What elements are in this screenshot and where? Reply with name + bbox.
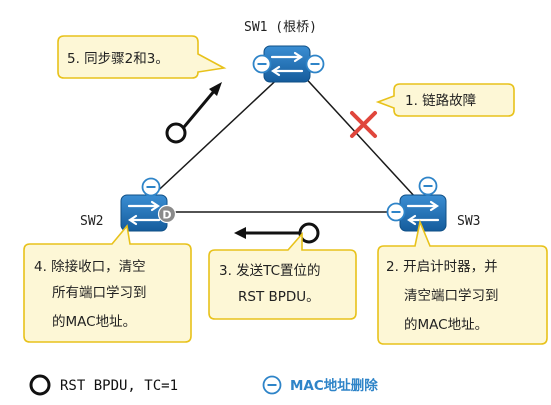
link-failure-icon	[350, 111, 377, 138]
note-step2: 2. 开启计时器，并 清空端口学习到 的MAC地址。	[377, 219, 548, 345]
mac-delete-icon	[305, 54, 325, 74]
svg-text:5. 同步骤2和3。: 5. 同步骤2和3。	[67, 51, 169, 67]
note-step5: 5. 同步骤2和3。	[57, 35, 227, 79]
legend-bpdu-label: RST BPDU, TC=1	[60, 378, 178, 394]
switch-sw3-icon[interactable]	[398, 193, 448, 233]
svg-text:的MAC地址。: 的MAC地址。	[52, 314, 136, 330]
mac-delete-icon	[252, 54, 272, 74]
mac-delete-icon	[386, 202, 406, 222]
note-step3: 3. 发送TC置位的 RST BPDU。	[208, 231, 357, 320]
mac-delete-icon	[418, 176, 438, 196]
sw3-label: SW3	[457, 214, 480, 229]
note-step4: 4. 除接收口，清空 所有端口学习到 的MAC地址。	[23, 224, 192, 343]
mac-delete-icon	[141, 177, 161, 197]
legend-bpdu-icon	[29, 374, 51, 396]
bpdu-arrow-to-sw2	[234, 222, 320, 244]
svg-text:清空端口学习到: 清空端口学习到	[404, 288, 499, 304]
legend: RST BPDU, TC=1 MAC地址删除	[29, 374, 378, 396]
sw1-label: SW1 (根桥)	[244, 20, 317, 35]
svg-text:D: D	[162, 209, 171, 222]
note-step1: 1. 链路故障	[375, 83, 515, 117]
svg-text:2. 开启计时器，并: 2. 开启计时器，并	[386, 259, 498, 275]
svg-text:的MAC地址。: 的MAC地址。	[404, 317, 488, 333]
svg-text:RST BPDU。: RST BPDU。	[238, 289, 320, 305]
svg-text:3. 发送TC置位的: 3. 发送TC置位的	[219, 263, 321, 279]
link-sw1-sw2	[147, 71, 286, 201]
svg-text:所有端口学习到: 所有端口学习到	[52, 285, 147, 301]
svg-text:4. 除接收口，清空: 4. 除接收口，清空	[34, 258, 146, 275]
link-sw1-sw3	[299, 71, 417, 199]
legend-mac-label: MAC地址删除	[290, 377, 378, 394]
svg-text:1. 链路故障: 1. 链路故障	[405, 93, 476, 109]
legend-mac-icon	[262, 375, 282, 395]
designated-port-badge: D	[157, 204, 177, 224]
bpdu-arrow-to-sw1	[165, 82, 222, 144]
sw2-label: SW2	[80, 214, 103, 229]
